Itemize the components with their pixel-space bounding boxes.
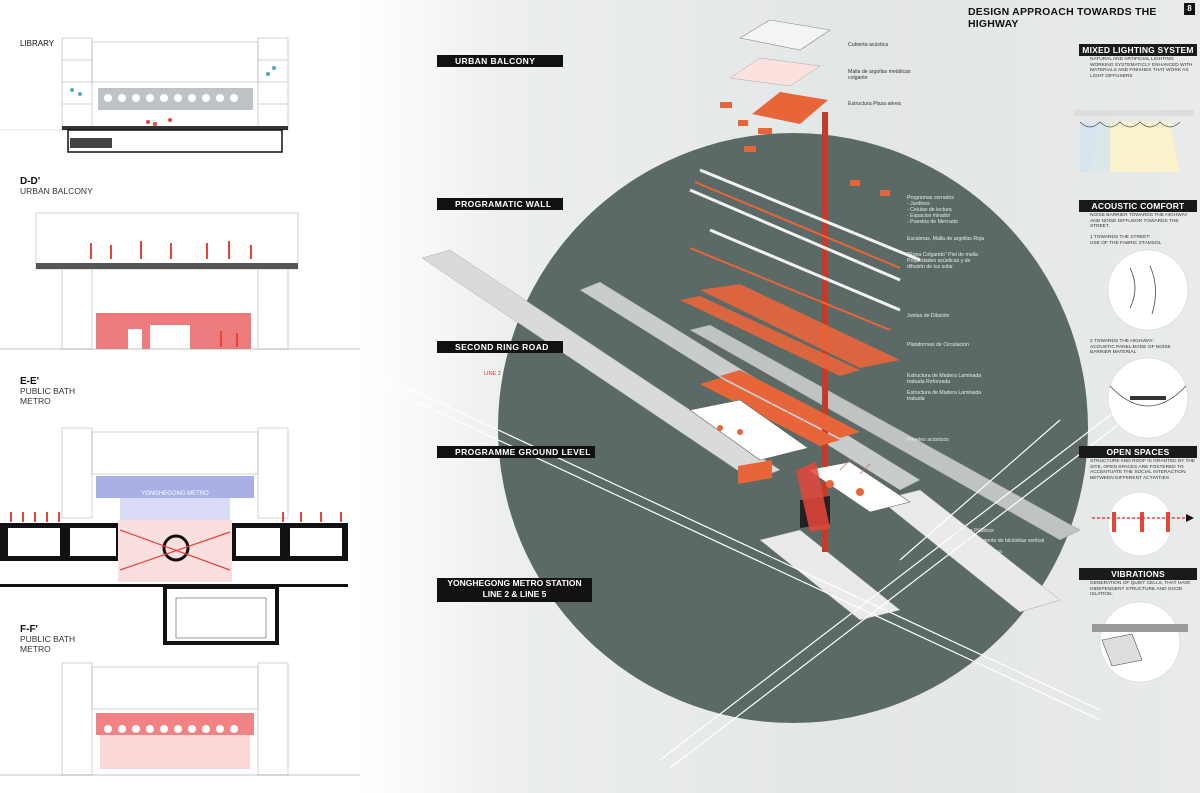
section-f-title: F-F' [20,624,38,635]
section-e-drawing: YONGHEGONG METRO [0,427,348,645]
metro-station-banner: YONGHEGONG METRO STATION LINE 2 & LINE 5 [437,578,592,602]
open-spaces-diagram [1092,491,1194,557]
annotation-programas: Programas cerrados - Jardines - Celulas … [907,195,958,225]
annotation-juntas: Juntas de Dilación [907,313,950,319]
annotation-escalera-mecanica: Escalera mecánica [958,549,1002,555]
annotation-plataformas: Plataformas de Circulación [907,342,969,348]
annotation-estructura-madera: Estructura de Madera Laminada trabada [907,390,982,402]
axonometric-drawing [379,19,1141,769]
metro-station-lines: LINE 2 & LINE 5 [482,589,547,599]
sidebar-mixed-lighting-text: NATURAL AND ARTIFICIAL LIGHTING WORKING … [1090,57,1193,79]
acoustic-note-highway: 2 TOWARDS THE HIGHWAY: ACOUSTIC PANEL MA… [1090,339,1171,356]
annotation-malla: Malla de argollas metálicas colgante [848,69,911,81]
section-d-drawing [0,212,360,350]
sidebar-open-spaces-text: STRUCTURE AND ROOF IS GRANTED BY THE SIT… [1090,459,1196,481]
sidebar-vibrations-text: GENERATION OF QUIET CELLS, THAT HAVE IND… [1090,581,1191,598]
section-d-title: D-D' [20,176,41,187]
section-library-title: LIBRARY [20,39,55,48]
mixed-lighting-diagram [1074,110,1194,172]
acoustic-highway-diagram [1107,357,1189,439]
library-section-drawing [0,37,289,153]
line-2-label: LINE 2 [484,371,501,377]
annotation-banos: Baños Públicos [958,528,994,534]
acoustic-note-street: 1 TOWARDS THE STREET: USE OF THE FABRIC … [1090,235,1162,246]
sidebar-acoustic-text: NOISE BARRIER TOWARDS THE HIGHWAY AND NO… [1090,213,1188,230]
section-f-drawing [0,662,360,776]
annotation-escaleras: Escaleras, Malla de argollas Roja [907,236,984,242]
section-f-subtitle: PUBLIC BATH METRO [20,634,76,654]
metro-station-name: YONGHEGONG METRO STATION [447,578,582,588]
annotation-cubierta: Cubierta acústica [848,42,889,48]
layer-programme-ground-level: PROGRAMME GROUND LEVEL [437,446,595,458]
annotation-estructura-plaza: Estructura Plaza aérea [848,101,901,107]
page-title: DESIGN APPROACH TOWARDS THE HIGHWAY [968,6,1157,30]
vibrations-diagram [1092,601,1188,683]
sidebar-vibrations-heading: VIBRATIONS [1079,568,1197,580]
sidebar-acoustic-heading: ACOUSTIC COMFORT [1079,200,1197,212]
e-section-sign: YONGHEGONG METRO [141,491,209,497]
page-number: 8 [1184,3,1195,15]
layer-urban-balcony: URBAN BALCONY [437,55,563,67]
annotation-paneles: Paneles acústicos [907,437,949,443]
annotation-estructura-reforzada: Estructura de Madera Laminada trabada Re… [907,373,982,385]
annotation-ropa: "Ropa Colgando" Piel de malla Propiedade… [907,252,978,270]
sections-panel: YONGHEGONG METRO LIBRARY D-D' URBAN BALC… [0,0,360,793]
section-d-subtitle: URBAN BALCONY [20,186,93,196]
layer-second-ring-road: SECOND RING ROAD [437,341,563,353]
annotation-bicicletas: Estacionamiento de bicicletas vertical [958,538,1045,544]
acoustic-street-diagram [1107,249,1189,331]
section-e-title: E-E' [20,376,40,387]
sidebar-mixed-lighting-heading: MIXED LIGHTING SYSTEM [1079,44,1197,56]
sidebar-open-spaces-heading: OPEN SPACES [1079,446,1197,458]
section-e-subtitle: PUBLIC BATH METRO [20,386,76,406]
layer-programatic-wall: PROGRAMATIC WALL [437,198,563,210]
